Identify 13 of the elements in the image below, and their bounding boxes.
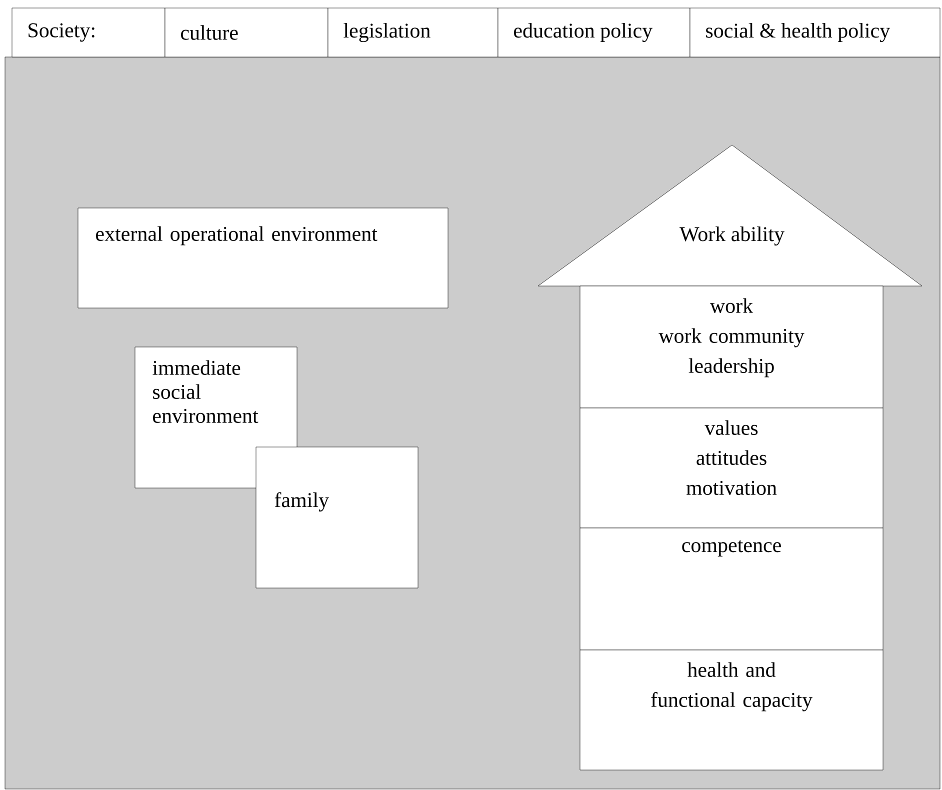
table-cell: education policy xyxy=(498,8,690,58)
table-cell: social & health policy xyxy=(690,8,940,58)
table-cell: legislation xyxy=(328,8,498,58)
environment-box: family xyxy=(256,446,418,588)
table-cell: culture xyxy=(164,8,328,58)
environment-box: immediate social environment xyxy=(134,346,298,488)
house-layer-box: values attitudes motivation xyxy=(580,408,884,528)
table-cell: Society: xyxy=(12,8,166,58)
roof-triangle: Work ability xyxy=(538,144,922,286)
house-layer-box: competence xyxy=(580,528,884,650)
house-layer-box: health and functional capacity xyxy=(580,650,884,770)
house-layer-box: work work community leadership xyxy=(580,286,884,408)
environment-box: external operational environment xyxy=(78,208,448,308)
